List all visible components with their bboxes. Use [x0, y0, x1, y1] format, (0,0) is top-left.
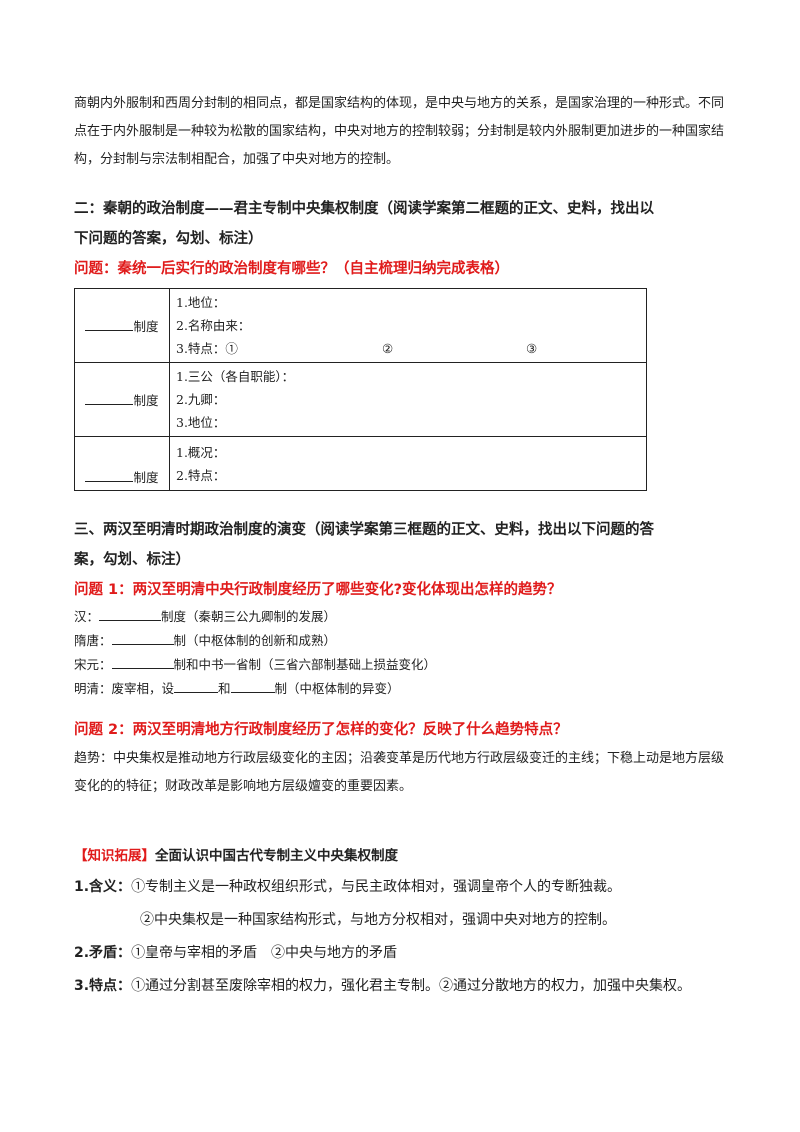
- section2-title-line1: 二：秦朝的政治制度——君主专制中央集权制度（阅读学案第二框题的正文、史料，找出以: [74, 201, 654, 217]
- fill-blank[interactable]: [99, 606, 162, 621]
- row-item-extra: ③: [526, 341, 538, 356]
- fill-blank[interactable]: [230, 678, 275, 693]
- row-item: 2.九卿：: [176, 392, 226, 407]
- row-label: 制度: [133, 319, 159, 334]
- fill-blank[interactable]: [174, 678, 219, 693]
- row-item-extra: ②: [382, 341, 394, 356]
- intro-paragraph: 商朝内外服制和西周分封制的相同点，都是国家结构的体现，是中央与地方的关系，是国家…: [74, 96, 725, 167]
- row-item: 3.地位：: [176, 415, 226, 430]
- table-row: 制度 1.三公（各自职能）： 2.九卿： 3.地位：: [74, 362, 647, 437]
- row-label: 制度: [133, 470, 159, 485]
- knowledge-point1b: ②中央集权是一种国家结构形式，与地方分权相对，强调中央对地方的控制。: [140, 912, 616, 928]
- knowledge-heading: 全面认识中国古代专制主义中央集权制度: [155, 848, 398, 864]
- knowledge-point1: 1.含义：①专制主义是一种政权组织形式，与民主政体相对，强调皇帝个人的专断独裁。: [74, 879, 622, 895]
- row-item-text: 3.特点：①: [176, 341, 238, 356]
- knowledge-point3: 3.特点：①通过分割甚至废除宰相的权力，强化君主专制。②通过分散地方的权力，加强…: [74, 978, 692, 994]
- row-item: 2.名称由来：: [176, 318, 251, 333]
- table-row: 制度 1.地位： 2.名称由来： 3.特点：① ② ③: [74, 288, 647, 363]
- table-row: 制度 1.概况： 2.特点：: [74, 436, 647, 491]
- section3-title-line2: 案，勾划、标注）: [74, 552, 190, 568]
- row-item: 1.概况：: [176, 444, 226, 460]
- document-page: 商朝内外服制和西周分封制的相同点，都是国家结构的体现，是中央与地方的关系，是国家…: [74, 90, 730, 1003]
- section3-title-line1: 三、两汉至明清时期政治制度的演变（阅读学案第三框题的正文、史料，找出以下问题的答: [74, 522, 654, 538]
- knowledge-point2: 2.矛盾：①皇帝与宰相的矛盾 ②中央与地方的矛盾: [74, 945, 398, 961]
- section2-title-line2: 下问题的答案，勾划、标注）: [74, 231, 263, 247]
- row-item: 1.三公（各自职能）：: [176, 369, 295, 384]
- trend-paragraph: 趋势：中央集权是推动地方行政层级变化的主因；沿袭变革是历代地方行政层级变迁的主线…: [74, 751, 725, 794]
- row-item: 1.地位：: [176, 295, 226, 310]
- section2-question: 问题：秦统一后实行的政治制度有哪些？（自主梳理归纳完成表格）: [74, 261, 509, 277]
- fill-blank[interactable]: [85, 467, 134, 482]
- row2-label-cell: 制度: [74, 362, 170, 437]
- row3-content-cell: 1.概况： 2.特点：: [169, 436, 647, 491]
- section3-question1: 问题 1：两汉至明清中央行政制度经历了哪些变化?变化体现出怎样的趋势？: [74, 582, 562, 598]
- row-item: 3.特点：① ② ③: [176, 337, 640, 360]
- knowledge-title: 【知识拓展】全面认识中国古代专制主义中央集权制度: [74, 841, 730, 871]
- row-item: 2.特点：: [176, 467, 226, 483]
- suitang-line: 隋唐：制（中枢体制的创新和成熟）: [74, 629, 730, 653]
- row2-content-cell: 1.三公（各自职能）： 2.九卿： 3.地位：: [169, 362, 647, 437]
- row3-label-cell: 制度: [74, 436, 170, 491]
- songyuan-line: 宋元：制和中书一省制（三省六部制基础上损益变化）: [74, 653, 730, 677]
- row1-content-cell: 1.地位： 2.名称由来： 3.特点：① ② ③: [169, 288, 647, 363]
- row1-label-cell: 制度: [74, 288, 170, 363]
- section3-question2: 问题 2：两汉至明清地方行政制度经历了怎样的变化？反映了什么趋势特点？: [74, 722, 568, 738]
- fill-blank[interactable]: [111, 654, 174, 669]
- knowledge-bracket: 【知识拓展】: [74, 848, 155, 864]
- fill-blank[interactable]: [85, 390, 134, 405]
- fill-blank[interactable]: [111, 630, 174, 645]
- row-label: 制度: [133, 393, 159, 408]
- han-line: 汉：制度（秦朝三公九卿制的发展）: [74, 605, 730, 629]
- mingqing-line: 明清：废宰相，设和制（中枢体制的异变）: [74, 677, 730, 701]
- fill-blank[interactable]: [85, 316, 134, 331]
- system-table: 制度 1.地位： 2.名称由来： 3.特点：① ② ③ 制度 1.三公（各自职能）：…: [74, 288, 647, 491]
